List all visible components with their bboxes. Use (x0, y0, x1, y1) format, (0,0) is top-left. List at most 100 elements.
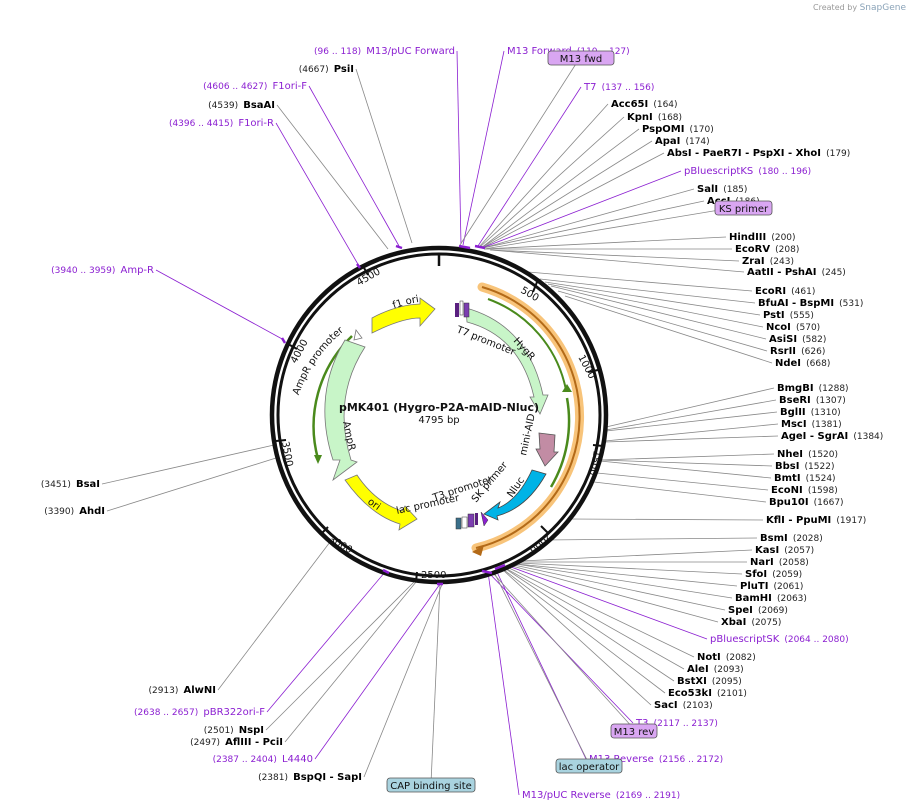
label-name-pbssk: pBluescriptSK (710, 634, 780, 645)
label-bamhi[interactable]: BamHI (2063) (735, 586, 807, 605)
label-coords-absi: (179) (826, 149, 850, 159)
label-noti[interactable]: NotI (2082) (697, 645, 756, 664)
t3-promoter-feature[interactable] (475, 513, 478, 525)
label-alwni[interactable]: (2913) AlwNI (148, 678, 216, 697)
label-ndei[interactable]: NdeI (668) (775, 351, 830, 370)
label-f1ori_r[interactable]: (4396 .. 4415) F1ori-R (169, 111, 274, 130)
label-f1ori_f[interactable]: (4606 .. 4627) F1ori-F (203, 74, 307, 93)
label-aatii[interactable]: AatII - PshAI (245) (747, 260, 846, 279)
mcs-cluster-bottom (455, 511, 489, 530)
leader-apai (480, 140, 653, 249)
label-ahdi[interactable]: (3390) AhdI (44, 499, 105, 518)
label-saci[interactable]: SacI (2103) (654, 693, 713, 712)
label-ampr_p[interactable]: (3940 .. 3959) Amp-R (51, 258, 154, 277)
label-spei[interactable]: SpeI (2069) (728, 598, 788, 617)
badge-box-lacop_badge[interactable] (555, 758, 623, 774)
label-l4440[interactable]: (2387 .. 2404) L4440 (213, 747, 313, 766)
label-bseri[interactable]: BseRI (1307) (779, 388, 846, 407)
label-bstxi[interactable]: BstXI (2095) (677, 669, 742, 688)
label-psi[interactable]: (4667) PsiI (299, 57, 354, 76)
label-rsrii[interactable]: RsrII (626) (770, 339, 825, 358)
leader-ndei (564, 295, 773, 364)
label-name-sali: SalI (697, 184, 718, 195)
label-name-pbr322: pBR322ori-F (203, 707, 265, 718)
label-hindiii[interactable]: HindIII (200) (729, 225, 796, 244)
label-coords-m13rev_p: (2156 .. 2172) (659, 755, 723, 765)
tick-mark-500 (532, 281, 538, 293)
label-psti[interactable]: PstI (555) (763, 303, 814, 322)
label-pspomi[interactable]: PspOMI (170) (642, 117, 714, 136)
label-absi[interactable]: AbsI - PaeR7I - PspXI - XhoI (179) (667, 141, 850, 160)
label-eco53ki[interactable]: Eco53kI (2101) (668, 681, 747, 700)
label-ecorv[interactable]: EcoRV (208) (735, 237, 799, 256)
label-nari[interactable]: NarI (2058) (750, 550, 809, 569)
sk-primer-feature[interactable] (480, 511, 489, 527)
label-bfuai[interactable]: BfuAI - BspMI (531) (758, 291, 863, 310)
label-bsaai[interactable]: (4539) BsaAI (208, 93, 275, 112)
label-kasi[interactable]: KasI (2057) (755, 538, 814, 557)
label-pbsks[interactable]: pBluescriptKS (180 .. 196) (684, 159, 811, 178)
primer-mark-ampr (280, 337, 287, 344)
feature-hygr[interactable] (465, 307, 549, 415)
label-zrai[interactable]: ZraI (243) (742, 249, 794, 268)
label-pbr322[interactable]: (2638 .. 2657) pBR322ori-F (134, 700, 265, 719)
leader-bstxi (505, 568, 675, 682)
badge-box-m13rev_badge[interactable] (610, 723, 658, 739)
leader-m13puc_rev (487, 571, 520, 796)
ks-primer-feature[interactable] (463, 302, 470, 318)
label-alei[interactable]: AleI (2093) (687, 657, 744, 676)
label-t3_p[interactable]: T3 (2117 .. 2137) (635, 711, 718, 730)
leader-bmti (599, 460, 772, 479)
label-asisi[interactable]: AsiSI (582) (769, 327, 826, 346)
label-bpu10i[interactable]: Bpu10I (1667) (769, 490, 844, 509)
badge-box-ks_badge[interactable] (714, 200, 773, 216)
badge-box-cap_badge[interactable] (386, 777, 476, 793)
label-bspqi[interactable]: (2381) BspQI - SapI (258, 765, 362, 784)
feature-nluc[interactable] (483, 469, 547, 521)
label-pluti[interactable]: PluTI (2061) (740, 574, 803, 593)
label-ncoi[interactable]: NcoI (570) (766, 315, 820, 334)
m13-rev-feature[interactable] (467, 513, 475, 528)
feature-ori[interactable] (344, 474, 418, 531)
primer-mark-pbr322 (382, 568, 390, 575)
label-bglii[interactable]: BglII (1310) (780, 400, 841, 419)
label-bmti[interactable]: BmtI (1524) (774, 466, 836, 485)
cap-site-feature[interactable] (461, 516, 468, 529)
label-xbai[interactable]: XbaI (2075) (721, 610, 781, 629)
t7-promoter-feature[interactable] (459, 300, 464, 316)
label-msci[interactable]: MscI (1381) (781, 412, 842, 431)
label-bsai[interactable]: (3451) BsaI (41, 472, 100, 491)
lac-operator-feature[interactable] (455, 517, 462, 530)
label-apai[interactable]: ApaI (174) (655, 129, 710, 148)
label-acc65i[interactable]: Acc65I (164) (611, 92, 678, 111)
badge-m13rev_badge: M13 rev (614, 727, 655, 738)
label-agei[interactable]: AgeI - SgrAI (1384) (781, 424, 883, 443)
badge-box-m13fwd_badge[interactable] (547, 50, 615, 66)
label-pbssk[interactable]: pBluescriptSK (2064 .. 2080) (710, 627, 849, 646)
feature-f1-ori[interactable] (371, 297, 436, 334)
label-bmgbi[interactable]: BmgBI (1288) (777, 376, 849, 395)
feature-mini-aid[interactable] (535, 432, 559, 467)
leader-pbsks (481, 170, 682, 249)
label-t7_p[interactable]: T7 (137 .. 156) (583, 75, 654, 94)
label-coords-m13puc_rev: (2169 .. 2191) (616, 791, 680, 801)
label-name-saci: SacI (654, 700, 678, 711)
label-econi[interactable]: EcoNI (1598) (771, 478, 838, 497)
label-name-alwni: AlwNI (184, 685, 217, 696)
label-ecori[interactable]: EcoRI (461) (755, 279, 815, 298)
label-m13puc_rev[interactable]: M13/pUC Reverse (2169 .. 2191) (522, 783, 680, 802)
label-bbsi[interactable]: BbsI (1522) (775, 454, 834, 473)
label-name-apai: ApaI (655, 136, 680, 147)
label-afliii[interactable]: (2497) AflIII - PciI (190, 730, 283, 749)
m13-fwd-feature[interactable] (455, 303, 459, 317)
label-m13puc_fwd[interactable]: (96 .. 118) M13/pUC Forward (314, 39, 455, 58)
label-nspi[interactable]: (2501) NspI (204, 718, 264, 737)
tick-mark-2500 (415, 571, 418, 583)
label-nhei[interactable]: NheI (1520) (777, 442, 838, 461)
feature-ampr[interactable] (324, 339, 366, 482)
label-bsmi[interactable]: BsmI (2028) (760, 526, 823, 545)
label-kpni[interactable]: KpnI (168) (627, 105, 682, 124)
label-sfoi[interactable]: SfoI (2059) (745, 562, 802, 581)
label-sali[interactable]: SalI (185) (697, 177, 747, 196)
label-kfli[interactable]: KflI - PpuMI (1917) (766, 508, 866, 527)
